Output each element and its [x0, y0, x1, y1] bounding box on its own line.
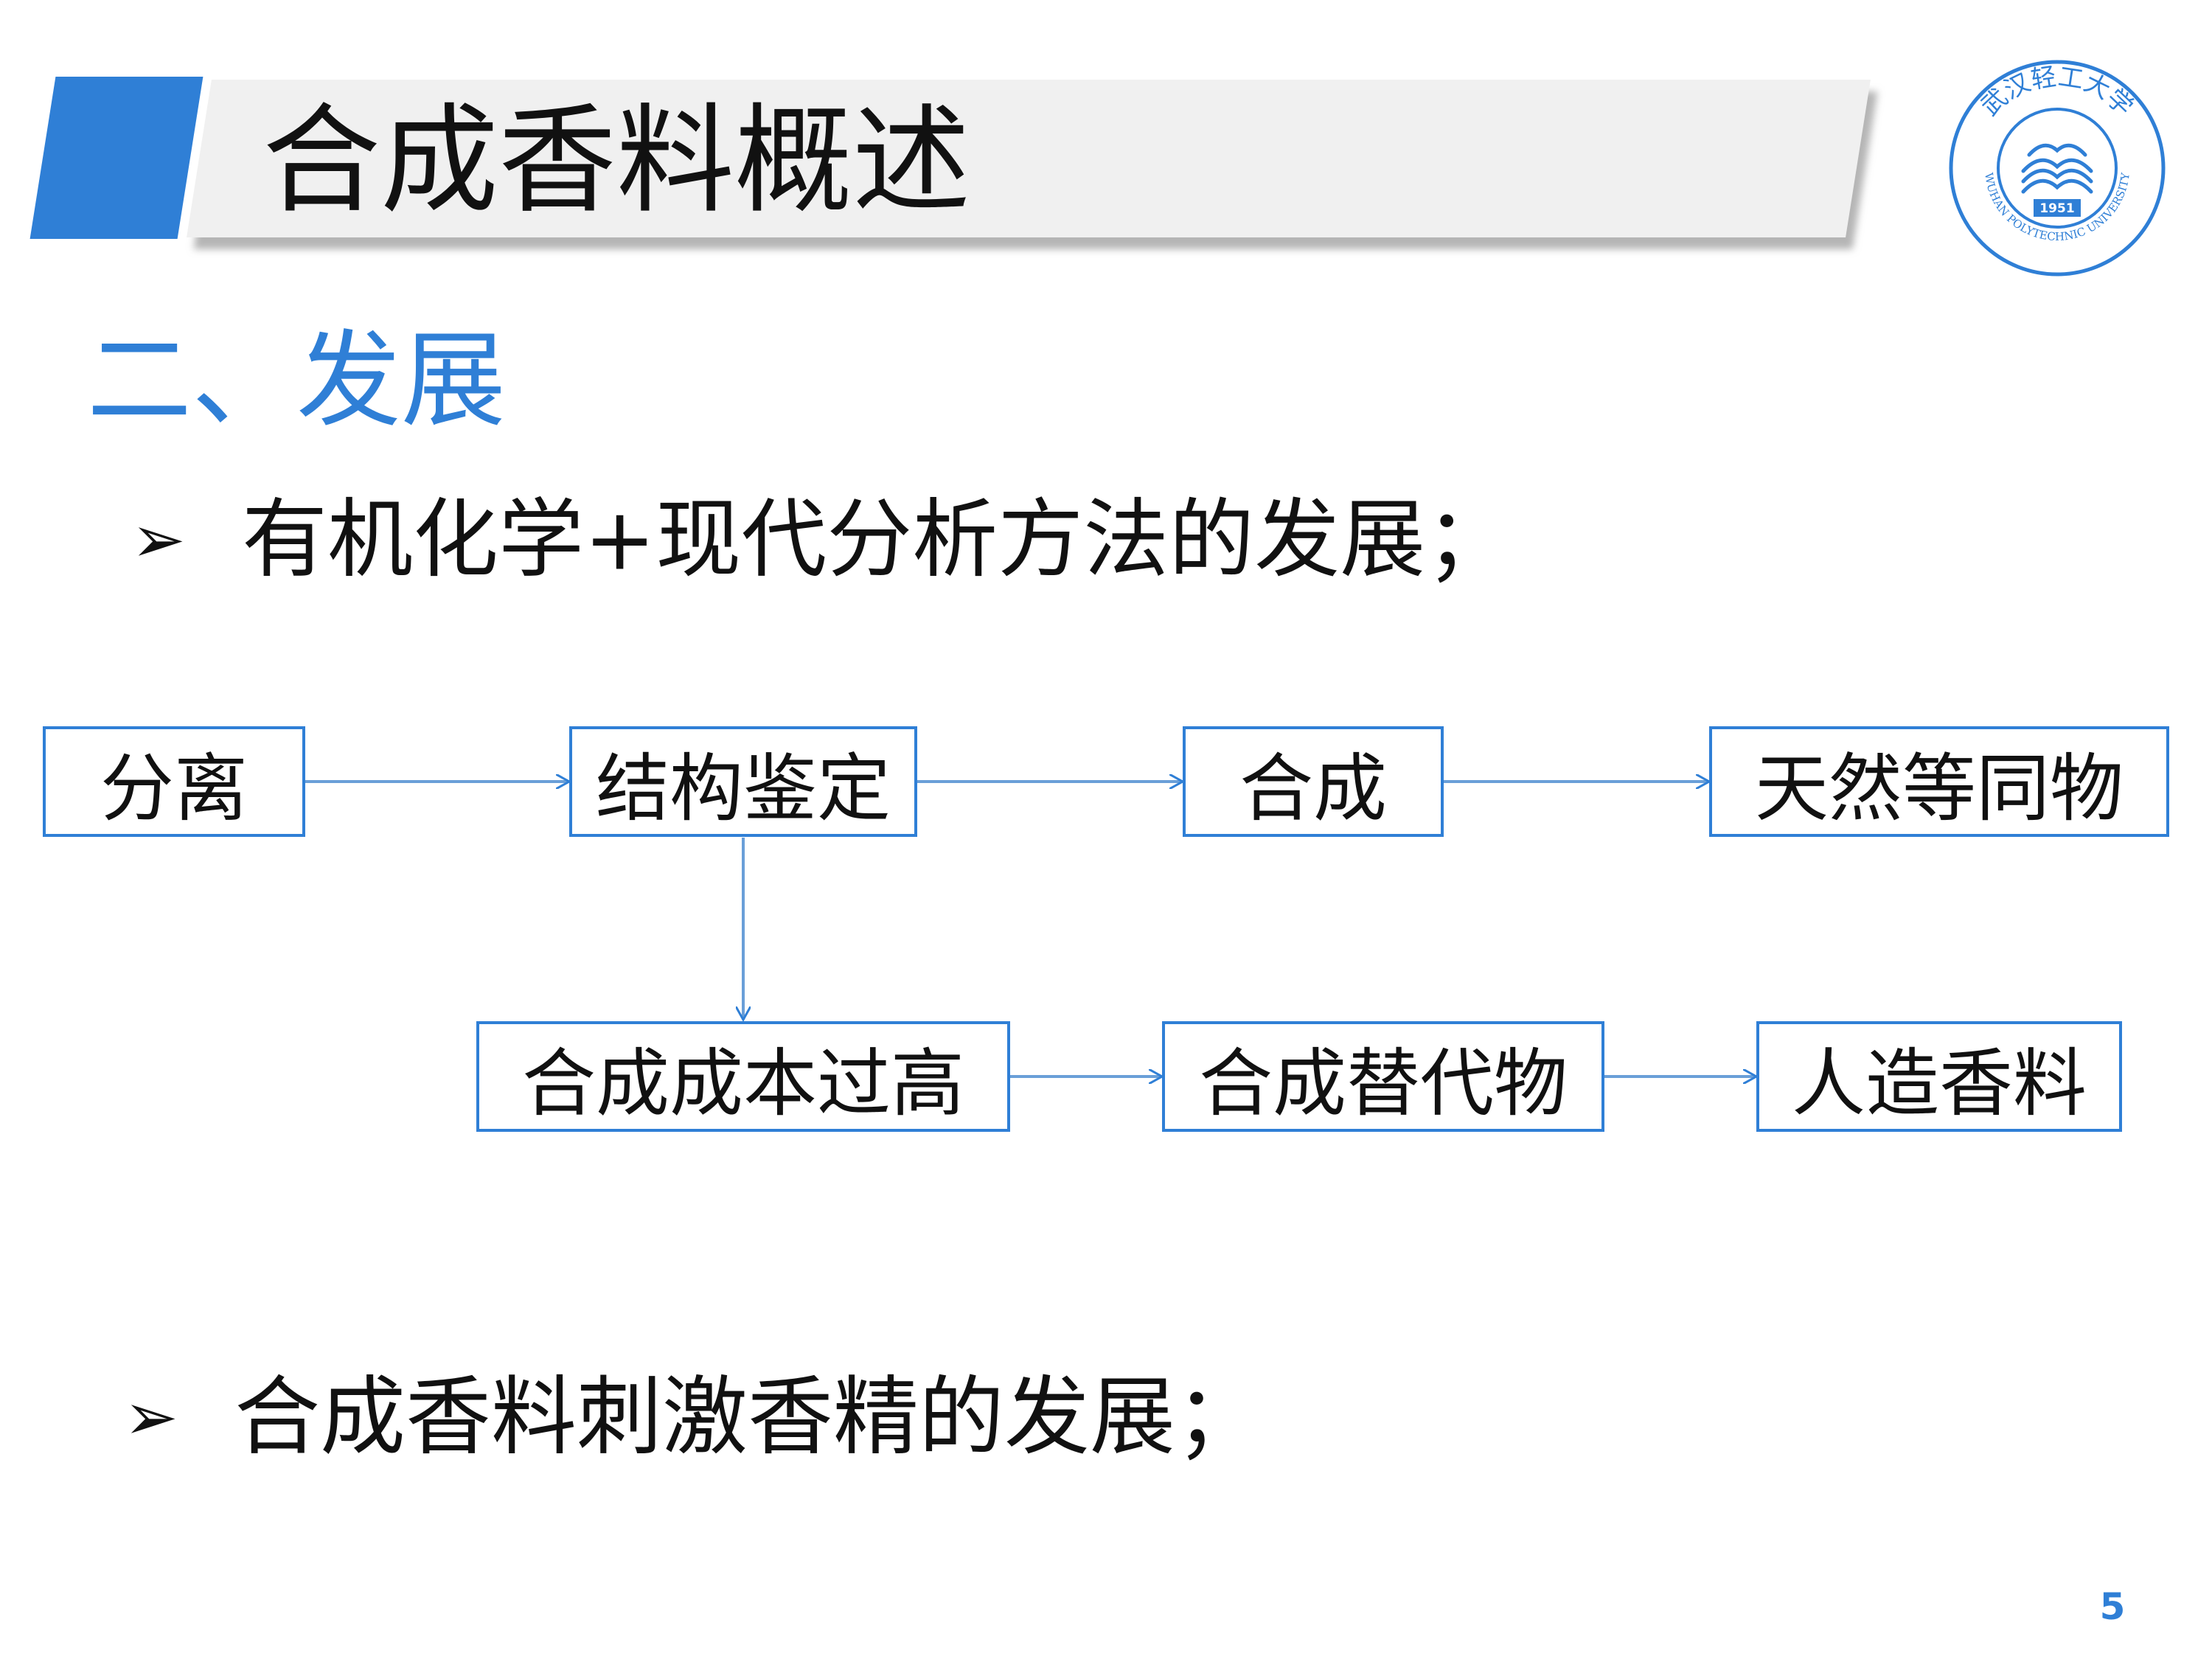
- flow-node-high-synthesis-cost: 合成成本过高: [476, 1021, 1010, 1132]
- flow-node-synthetic-substitute: 合成替代物: [1162, 1021, 1604, 1132]
- flow-node-structure-identification: 结构鉴定: [569, 726, 917, 837]
- flow-node-separation: 分离: [43, 726, 305, 837]
- bullet-text: 有机化学+现代分析方法的发展；: [242, 490, 1512, 590]
- arrow-bullet-icon: ➢: [131, 501, 186, 578]
- bullet-item: ➢ 有机化学+现代分析方法的发展；: [131, 479, 1511, 595]
- arrow-bullet-icon: ➢: [124, 1379, 178, 1455]
- flow-node-nature-identical: 天然等同物: [1709, 726, 2169, 837]
- page-number: 5: [2099, 1585, 2126, 1628]
- flow-node-artificial-fragrance: 人造香料: [1756, 1021, 2122, 1132]
- slide-title: 合成香料概述: [262, 91, 971, 229]
- open-book-icon: [2021, 143, 2093, 194]
- bullet-item: ➢ 合成香料刺激香精的发展；: [124, 1357, 1261, 1472]
- flow-node-synthesis: 合成: [1183, 726, 1444, 837]
- bullet-text: 合成香料刺激香精的发展；: [234, 1367, 1261, 1467]
- university-logo: 武汉轻工大学 WUHAN POLYTECHNIC UNIVERSITY 1951: [1949, 60, 2166, 276]
- logo-year: 1951: [2039, 201, 2074, 216]
- section-heading: 二、发展: [87, 320, 506, 442]
